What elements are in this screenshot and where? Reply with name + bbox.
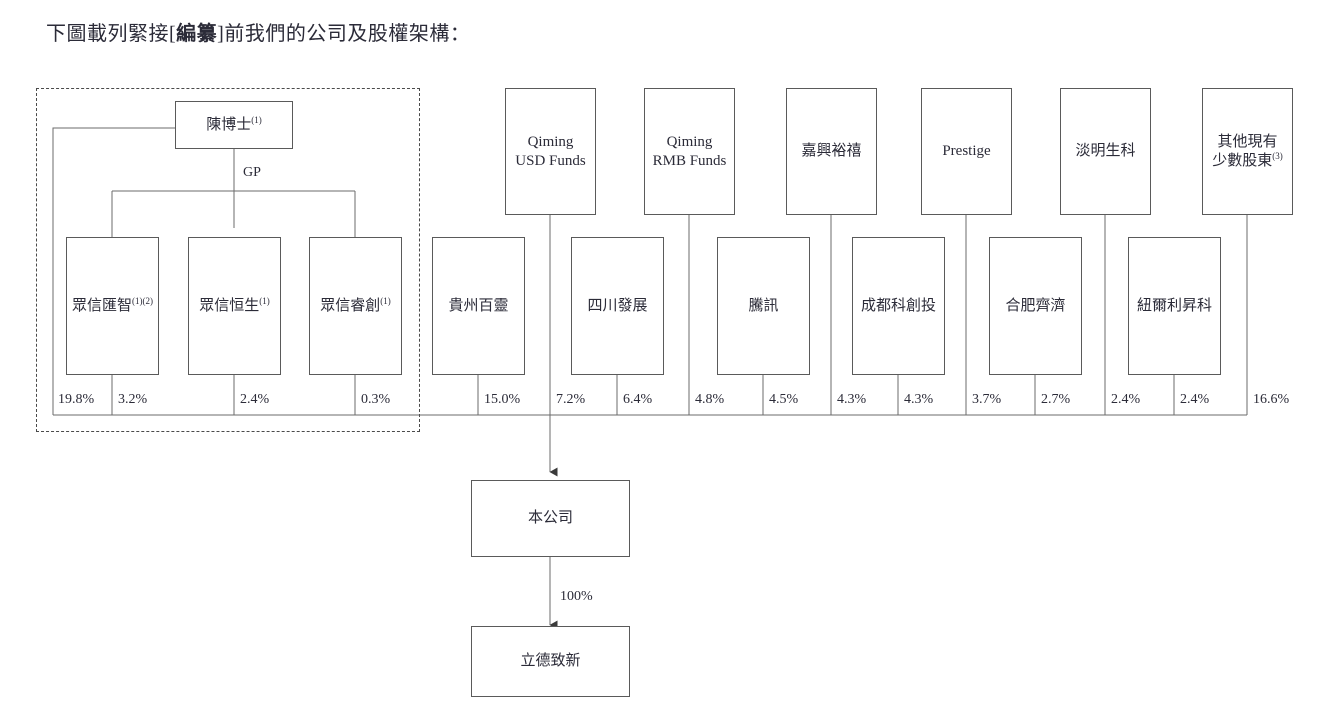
subsidiary-label: 立德致新: [520, 653, 581, 669]
pct-label-3: 0.3%: [361, 392, 391, 407]
subsidiary-ownership-pct: 100%: [560, 589, 593, 604]
upper-investor-5-line2: 少數股東: [1212, 152, 1273, 169]
box-upper-investor-0-label: Qiming USD Funds: [515, 133, 585, 171]
controller-footnote: (1): [251, 114, 262, 125]
box-founder-entity-0-label: 眾信匯智(1)(2): [71, 295, 153, 316]
founder-entity-0-name: 眾信匯智: [71, 297, 132, 314]
intro-bracket-term: 編纂: [176, 23, 218, 45]
page-intro-text: 下圖載列緊接[編纂]前我們的公司及股權架構：: [46, 20, 470, 48]
upper-investor-4-line1: 淡明生科: [1075, 143, 1136, 159]
upper-investor-1-line2: RMB Funds: [652, 152, 727, 169]
gp-relationship-label: GP: [243, 165, 261, 180]
lower-investor-5-label: 紐爾利昇科: [1136, 297, 1212, 314]
box-upper-investor-1-label: Qiming RMB Funds: [653, 133, 727, 171]
box-upper-investor-4-label: 淡明生科: [1075, 142, 1135, 161]
pct-label-1: 3.2%: [118, 392, 148, 407]
box-lower-investor-3[interactable]: 成都科創投: [852, 237, 945, 375]
upper-investor-5-footnote: (3): [1272, 150, 1283, 161]
box-upper-investor-4[interactable]: 淡明生科: [1060, 88, 1151, 215]
box-controller[interactable]: 陳博士(1): [175, 101, 293, 149]
box-lower-investor-0[interactable]: 貴州百靈: [432, 237, 525, 375]
pct-label-2: 2.4%: [240, 392, 270, 407]
pct-label-7: 4.8%: [695, 392, 725, 407]
box-upper-investor-5[interactable]: 其他現有 少數股東(3): [1202, 88, 1293, 215]
box-upper-investor-2-label: 嘉興裕禧: [801, 142, 861, 161]
box-founder-entity-0[interactable]: 眾信匯智(1)(2): [66, 237, 159, 375]
pct-label-8: 4.5%: [769, 392, 799, 407]
box-lower-investor-1[interactable]: 四川發展: [571, 237, 664, 375]
box-upper-investor-5-label: 其他現有 少數股東(3): [1212, 133, 1283, 171]
founder-entity-1-name: 眾信恒生: [199, 297, 260, 314]
upper-investor-0-line1: Qiming: [527, 133, 574, 150]
box-lower-investor-4[interactable]: 合肥齊濟: [989, 237, 1082, 375]
box-subsidiary[interactable]: 立德致新: [471, 626, 630, 697]
lower-investor-3-label: 成都科創投: [860, 297, 936, 314]
intro-suffix: ]前我們的公司及股權架構：: [217, 23, 471, 45]
upper-investor-2-line1: 嘉興裕禧: [801, 143, 862, 159]
upper-investor-1-line1: Qiming: [666, 133, 713, 150]
pct-label-4: 15.0%: [484, 392, 521, 407]
upper-investor-5-line1: 其他現有: [1217, 133, 1278, 150]
upper-investor-3-line1: Prestige: [942, 143, 991, 159]
pct-label-12: 2.7%: [1041, 392, 1071, 407]
founder-entity-2-name: 眾信睿創: [320, 297, 381, 314]
lower-investor-1-label: 四川發展: [587, 297, 648, 314]
box-controller-label: 陳博士(1): [206, 114, 262, 135]
box-upper-investor-2[interactable]: 嘉興裕禧: [786, 88, 877, 215]
pct-label-13: 2.4%: [1111, 392, 1141, 407]
pct-label-14: 2.4%: [1180, 392, 1210, 407]
box-upper-investor-3[interactable]: Prestige: [921, 88, 1012, 215]
lower-investor-0-label: 貴州百靈: [448, 297, 509, 314]
box-founder-entity-1-label: 眾信恒生(1): [199, 295, 270, 316]
pct-label-11: 3.7%: [972, 392, 1002, 407]
box-upper-investor-3-label: Prestige: [942, 142, 990, 161]
controller-name: 陳博士: [206, 116, 252, 133]
company-label: 本公司: [527, 510, 573, 526]
pct-label-0: 19.8%: [58, 392, 95, 407]
lower-investor-4-label: 合肥齊濟: [1005, 297, 1066, 314]
pct-label-5: 7.2%: [556, 392, 586, 407]
box-lower-investor-2[interactable]: 騰訊: [717, 237, 810, 375]
box-founder-entity-2-label: 眾信睿創(1): [320, 295, 391, 316]
pct-label-15: 16.6%: [1253, 392, 1290, 407]
intro-prefix: 下圖載列緊接[: [46, 23, 177, 45]
box-founder-entity-2[interactable]: 眾信睿創(1): [309, 237, 402, 375]
founder-entity-0-footnote: (1)(2): [132, 295, 153, 306]
pct-label-9: 4.3%: [837, 392, 867, 407]
box-company[interactable]: 本公司: [471, 480, 630, 557]
box-founder-entity-1[interactable]: 眾信恒生(1): [188, 237, 281, 375]
upper-investor-0-line2: USD Funds: [515, 152, 586, 169]
pct-label-10: 4.3%: [904, 392, 934, 407]
box-upper-investor-1[interactable]: Qiming RMB Funds: [644, 88, 735, 215]
founder-entity-1-footnote: (1): [259, 295, 270, 306]
box-lower-investor-5[interactable]: 紐爾利昇科: [1128, 237, 1221, 375]
box-upper-investor-0[interactable]: Qiming USD Funds: [505, 88, 596, 215]
founder-entity-2-footnote: (1): [380, 295, 391, 306]
founder-group-dashed-boundary: [36, 88, 420, 432]
lower-investor-2-label: 騰訊: [748, 297, 779, 314]
pct-label-6: 6.4%: [623, 392, 653, 407]
